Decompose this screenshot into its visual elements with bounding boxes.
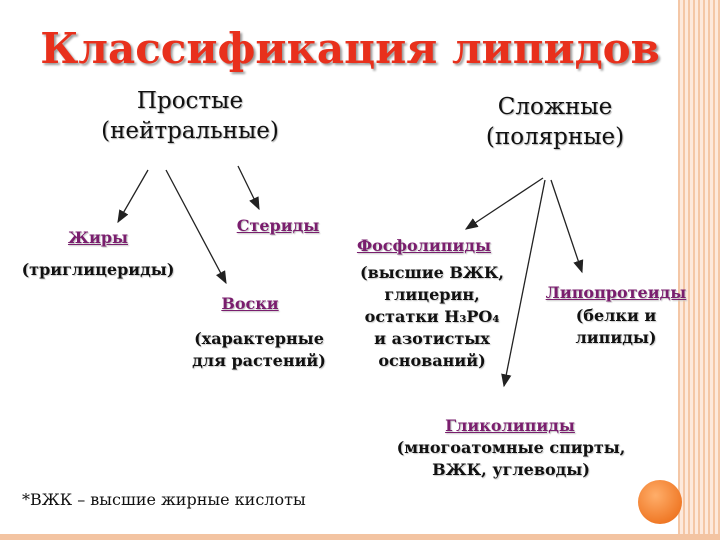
lipoproteins-description-line1: (белки и [575, 306, 657, 325]
decorative-frame-bottom [0, 534, 720, 540]
phospholipids-description: (высшие ВЖК, глицерин, остатки H₃PO₄ и а… [338, 262, 526, 372]
arrow-to-sterides [237, 165, 260, 211]
phospholipids-description-line2: глицерин, [384, 285, 480, 304]
glycolipids-label: Гликолипиды [445, 416, 575, 435]
phospholipids-description-line1: (высшие ВЖК, [360, 263, 504, 282]
complex-lipids-label: Сложные [497, 94, 613, 120]
glycolipids-description-line2: ВЖК, углеводы) [432, 460, 590, 479]
fats-label: Жиры [67, 228, 129, 247]
phospholipids-label: Фосфолипиды [356, 236, 492, 255]
decorative-frame-right [678, 0, 720, 540]
complex-lipids-heading: Сложные (полярные) [440, 92, 670, 152]
slide-title: Классификация липидов [40, 24, 660, 73]
glycolipids-description: (многоатомные спирты, ВЖК, углеводы) [382, 437, 640, 481]
simple-lipids-sublabel: (нейтральные) [101, 118, 279, 144]
glycolipids-description-line1: (многоатомные спирты, [396, 438, 626, 457]
waxes-description-line2: для растений) [192, 351, 326, 370]
sterides-label: Стериды [236, 216, 320, 235]
orange-circle-decoration [638, 480, 682, 524]
arrow-to-waxes [165, 169, 227, 285]
complex-lipids-sublabel: (полярные) [485, 124, 625, 150]
arrow-to-lipoproteins [550, 179, 584, 274]
lipoproteins-description-line2: липиды) [575, 328, 657, 347]
arrow-to-glycolipids [501, 179, 546, 388]
simple-lipids-label: Простые [136, 88, 244, 114]
fats-description: (триглицериды) [21, 260, 175, 279]
footnote: *ВЖК – высшие жирные кислоты [22, 490, 306, 509]
simple-lipids-heading: Простые (нейтральные) [70, 86, 310, 146]
waxes-label: Воски [221, 294, 279, 313]
waxes-description-line1: (характерные [194, 329, 324, 348]
arrow-to-phospholipids [464, 177, 544, 230]
lipoproteins-description: (белки и липиды) [552, 305, 680, 349]
waxes-description: (характерные для растений) [176, 328, 342, 372]
phospholipids-description-line3: остатки H₃PO₄ [364, 307, 500, 326]
lipoproteins-label: Липопротеиды [545, 283, 687, 302]
phospholipids-description-line4: и азотистых [374, 329, 490, 348]
phospholipids-description-line5: оснований) [378, 351, 486, 370]
arrow-to-fats [117, 169, 149, 224]
